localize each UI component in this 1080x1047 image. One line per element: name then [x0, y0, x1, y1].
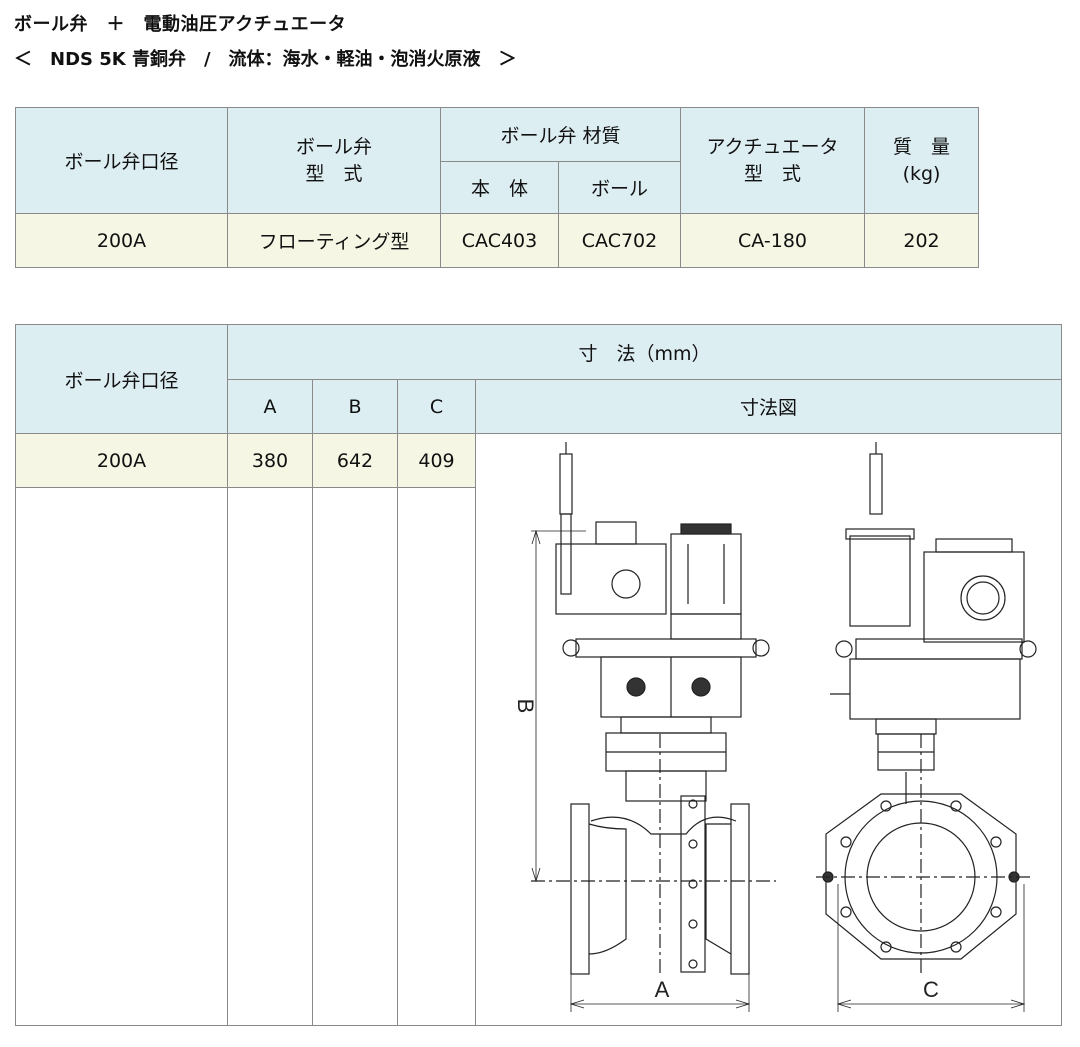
- empty-cell: [15, 487, 228, 1026]
- dim-label-b: B: [513, 699, 538, 714]
- header-bore: ボール弁口径: [15, 107, 228, 214]
- header-bore: ボール弁口径: [15, 324, 228, 434]
- empty-cell: [227, 487, 313, 1026]
- cell-bore: 200A: [15, 433, 228, 488]
- header-body: 本 体: [440, 161, 559, 214]
- dimension-drawing: A C B: [474, 433, 1063, 1026]
- cell-valve-type: フローティング型: [227, 213, 441, 268]
- header-ball: ボール: [557, 161, 682, 214]
- header-material-group: ボール弁 材質: [439, 107, 682, 162]
- cell-mass: 202: [864, 213, 980, 268]
- cell-b: 642: [312, 433, 398, 488]
- empty-cell: [397, 487, 476, 1026]
- cell-ball: CAC702: [557, 213, 682, 268]
- header-c: C: [397, 379, 476, 434]
- header-valve-type: ボール弁 型 式: [227, 107, 441, 214]
- side-view: [816, 442, 1037, 1012]
- dim-label-c: C: [923, 977, 939, 1002]
- header-a: A: [227, 379, 313, 434]
- empty-cell: [312, 487, 398, 1026]
- table-row: 200A フローティング型 CAC403 CAC702 CA-180 202: [15, 213, 980, 268]
- header-mass: 質 量 (kg): [864, 107, 980, 214]
- header-b: B: [312, 379, 398, 434]
- header-actuator-type: アクチュエータ 型 式: [680, 107, 866, 214]
- front-view: [531, 442, 776, 1012]
- header-drawing: 寸法図: [474, 379, 1063, 434]
- valve-drawing: A C B: [513, 442, 1037, 1012]
- header-dims-group: 寸 法（mm）: [226, 324, 1063, 380]
- cell-actuator-type: CA-180: [680, 213, 866, 268]
- spec-table: ボール弁口径 ボール弁 型 式 ボール弁 材質 アクチュエータ 型 式 質 量 …: [15, 107, 980, 268]
- dim-label-a: A: [655, 977, 670, 1002]
- dimension-table: ボール弁口径 寸 法（mm） A B C 寸法図 200A 380 642 40…: [15, 324, 1063, 1026]
- table-row: 200A 380 642 409: [15, 433, 1063, 1026]
- cell-a: 380: [227, 433, 313, 488]
- cell-body: CAC403: [440, 213, 559, 268]
- cell-bore: 200A: [15, 213, 228, 268]
- page-subtitle: ＜ NDS 5K 青銅弁 / 流体：海水・軽油・泡消火原液 ＞: [14, 49, 517, 70]
- cell-c: 409: [397, 433, 476, 488]
- page-title: ボール弁 ＋ 電動油圧アクチュエータ: [14, 14, 347, 35]
